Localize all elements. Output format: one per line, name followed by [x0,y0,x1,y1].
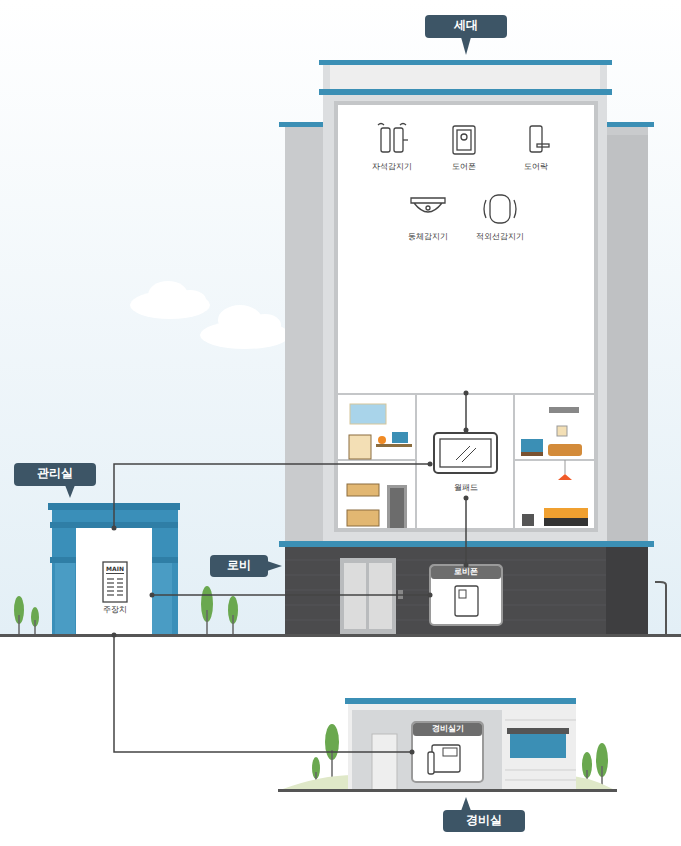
device-caption: 적외선감지기 [476,233,524,242]
guard-callout: 경비실 [443,810,525,832]
connector-wire [112,462,433,531]
device-caption: 동체감지기 [408,233,448,242]
callout-label: 경비실 [466,814,502,827]
connector-wire [464,496,469,568]
sensor-panel: 자석감지기 도어폰 도어락동체감지기 적외선감지기 [340,106,594,393]
connector-wire [464,391,469,433]
lobby-callout: 로비 [210,555,268,577]
guard-phone-box: 경비실기 [412,722,483,782]
device-header: 경비실기 [432,725,464,734]
connector-wire [150,593,433,598]
main-unit-box: 주장치 [76,528,152,635]
lobby-phone-box: 로비폰 [430,565,502,625]
connector-wire [112,633,415,755]
office-callout: 관리실 [14,463,96,486]
device-tag: MAIN [106,565,124,572]
device-caption: 자석감지기 [372,163,412,172]
device-caption: 월패드 [454,484,478,493]
device-caption: 도어락 [524,163,548,172]
device-caption: 주장치 [103,606,127,615]
device-caption: 도어폰 [452,163,476,172]
callout-label: 관리실 [37,467,73,480]
callout-label: 로비 [227,559,251,572]
callout-label: 세대 [454,19,478,32]
wall-pad: 월패드 [430,430,502,498]
device-header: 로비폰 [454,568,478,577]
unit-callout: 세대 [425,15,507,38]
